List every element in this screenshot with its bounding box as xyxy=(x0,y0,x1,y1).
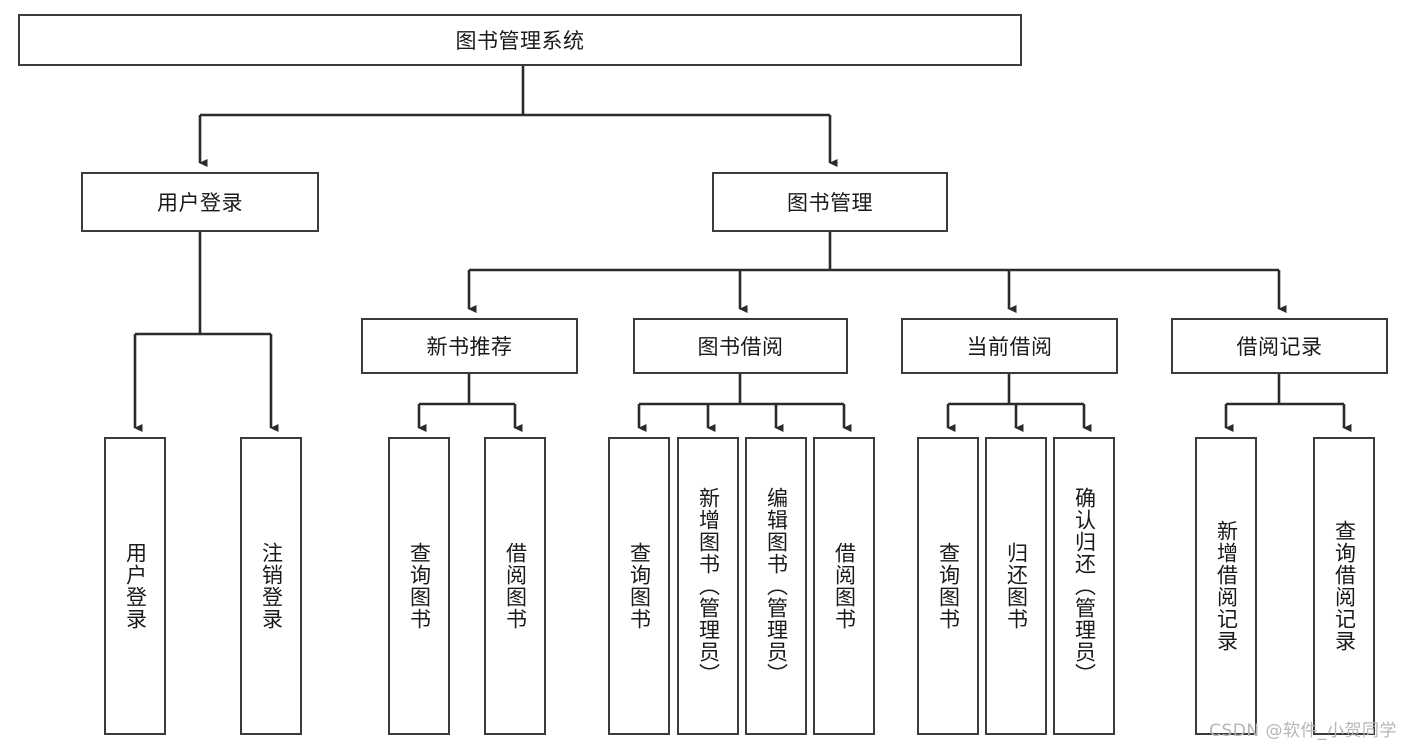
node-label: 借阅记录 xyxy=(1236,335,1323,359)
node-图书管理系统[interactable]: 图书管理系统 xyxy=(18,14,1022,66)
node-label: 用户登录 xyxy=(123,542,148,630)
node-label: 查询图书 xyxy=(627,542,652,630)
node-新增借阅记录[interactable]: 新增借阅记录 xyxy=(1195,437,1257,735)
node-label: 注销登录 xyxy=(259,542,284,630)
node-label: 编辑图书（管理员） xyxy=(764,487,789,685)
node-归还图书[interactable]: 归还图书 xyxy=(985,437,1047,735)
node-label: 图书借阅 xyxy=(697,335,784,359)
node-编辑图书管理员[interactable]: 编辑图书（管理员） xyxy=(745,437,807,735)
node-确认归还管理员[interactable]: 确认归还（管理员） xyxy=(1053,437,1115,735)
node-label: 当前借阅 xyxy=(966,335,1053,359)
node-借阅记录[interactable]: 借阅记录 xyxy=(1171,318,1388,374)
node-label: 查询借阅记录 xyxy=(1332,520,1357,652)
node-图书借阅[interactable]: 图书借阅 xyxy=(633,318,848,374)
node-图书管理[interactable]: 图书管理 xyxy=(712,172,948,232)
node-查询图书[interactable]: 查询图书 xyxy=(917,437,979,735)
node-label: 图书管理系统 xyxy=(455,29,585,53)
node-查询图书[interactable]: 查询图书 xyxy=(608,437,670,735)
node-label: 归还图书 xyxy=(1004,542,1029,630)
node-用户登录[interactable]: 用户登录 xyxy=(81,172,319,232)
node-借阅图书[interactable]: 借阅图书 xyxy=(484,437,546,735)
node-新书推荐[interactable]: 新书推荐 xyxy=(361,318,578,374)
node-label: 新增借阅记录 xyxy=(1214,520,1239,652)
node-label: 借阅图书 xyxy=(832,542,857,630)
node-借阅图书[interactable]: 借阅图书 xyxy=(813,437,875,735)
node-label: 查询图书 xyxy=(407,542,432,630)
node-用户登录[interactable]: 用户登录 xyxy=(104,437,166,735)
node-当前借阅[interactable]: 当前借阅 xyxy=(901,318,1118,374)
node-label: 借阅图书 xyxy=(503,542,528,630)
node-查询图书[interactable]: 查询图书 xyxy=(388,437,450,735)
csdn-watermark: CSDN @软件_小贺同学 xyxy=(1209,721,1397,741)
node-label: 图书管理 xyxy=(787,191,873,215)
node-label: 确认归还（管理员） xyxy=(1072,487,1097,685)
node-新增图书管理员[interactable]: 新增图书（管理员） xyxy=(677,437,739,735)
node-注销登录[interactable]: 注销登录 xyxy=(240,437,302,735)
node-label: 新增图书（管理员） xyxy=(696,487,721,685)
node-label: 查询图书 xyxy=(936,542,961,630)
node-查询借阅记录[interactable]: 查询借阅记录 xyxy=(1313,437,1375,735)
node-label: 新书推荐 xyxy=(426,335,513,359)
node-label: 用户登录 xyxy=(157,191,243,215)
